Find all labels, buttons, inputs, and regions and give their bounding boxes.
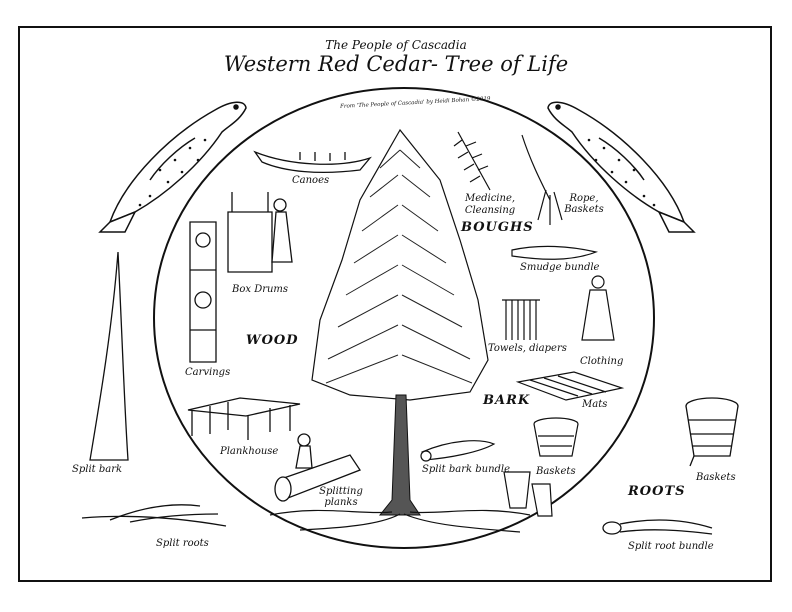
totem-icon (190, 222, 216, 362)
section-bark: BARK (483, 393, 531, 408)
mats-icon (518, 372, 622, 400)
smudge-bundle-icon (512, 246, 596, 259)
cedar-tree-icon (270, 130, 530, 532)
rope-icon (522, 135, 562, 225)
label-split-bark: Split bark (72, 464, 123, 475)
label-plankhouse: Plankhouse (220, 446, 279, 457)
label-split-bark-bundle: Split bark bundle (422, 464, 511, 475)
label-clothing: Clothing (580, 356, 624, 367)
section-boughs: BOUGHS (461, 220, 534, 235)
label-baskets-bark: Baskets (536, 466, 576, 477)
bark-container-icon (504, 472, 552, 516)
label-smudge-bundle: Smudge bundle (520, 262, 600, 273)
clothing-icon (582, 276, 614, 340)
salmon-icon-left (100, 102, 246, 232)
label-towels: Towels, diapers (488, 343, 567, 354)
label-canoes: Canoes (292, 175, 330, 186)
supertitle: The People of Cascadia (325, 38, 467, 52)
label-mats: Mats (582, 399, 608, 410)
towels-icon (502, 300, 540, 340)
section-roots: ROOTS (628, 484, 686, 499)
section-wood: WOOD (246, 333, 299, 348)
label-split-roots: Split roots (156, 538, 209, 549)
label-medicine-2: Cleansing (464, 205, 516, 216)
salmon-icon-right (548, 102, 694, 232)
splitting-planks-icon (275, 434, 360, 501)
page-title: Western Red Cedar- Tree of Life (223, 52, 569, 76)
basket-icon-roots (686, 398, 738, 466)
box-drum-icon (228, 192, 292, 272)
split-bark-bundle-icon (421, 441, 494, 461)
label-split-root-bundle: Split root bundle (628, 541, 714, 552)
label-rope-1: Rope, (569, 193, 599, 204)
label-splitting-1: Splitting (319, 486, 363, 497)
split-root-bundle-icon (603, 520, 712, 534)
label-box-drums: Box Drums (232, 284, 289, 295)
basket-icon-bark (534, 418, 578, 456)
page-border (18, 26, 772, 582)
canoe-icon (255, 152, 370, 172)
tree-of-life-circle (154, 88, 654, 548)
label-splitting-2: planks (324, 497, 358, 508)
label-carvings: Carvings (185, 367, 231, 378)
bough-icon (454, 132, 490, 190)
split-bark-icon (90, 252, 128, 460)
label-baskets-roots: Baskets (696, 472, 736, 483)
label-medicine-1: Medicine, (464, 193, 516, 204)
plankhouse-icon (188, 398, 300, 440)
label-rope-2: Baskets (564, 204, 604, 215)
split-roots-icon (82, 505, 226, 526)
